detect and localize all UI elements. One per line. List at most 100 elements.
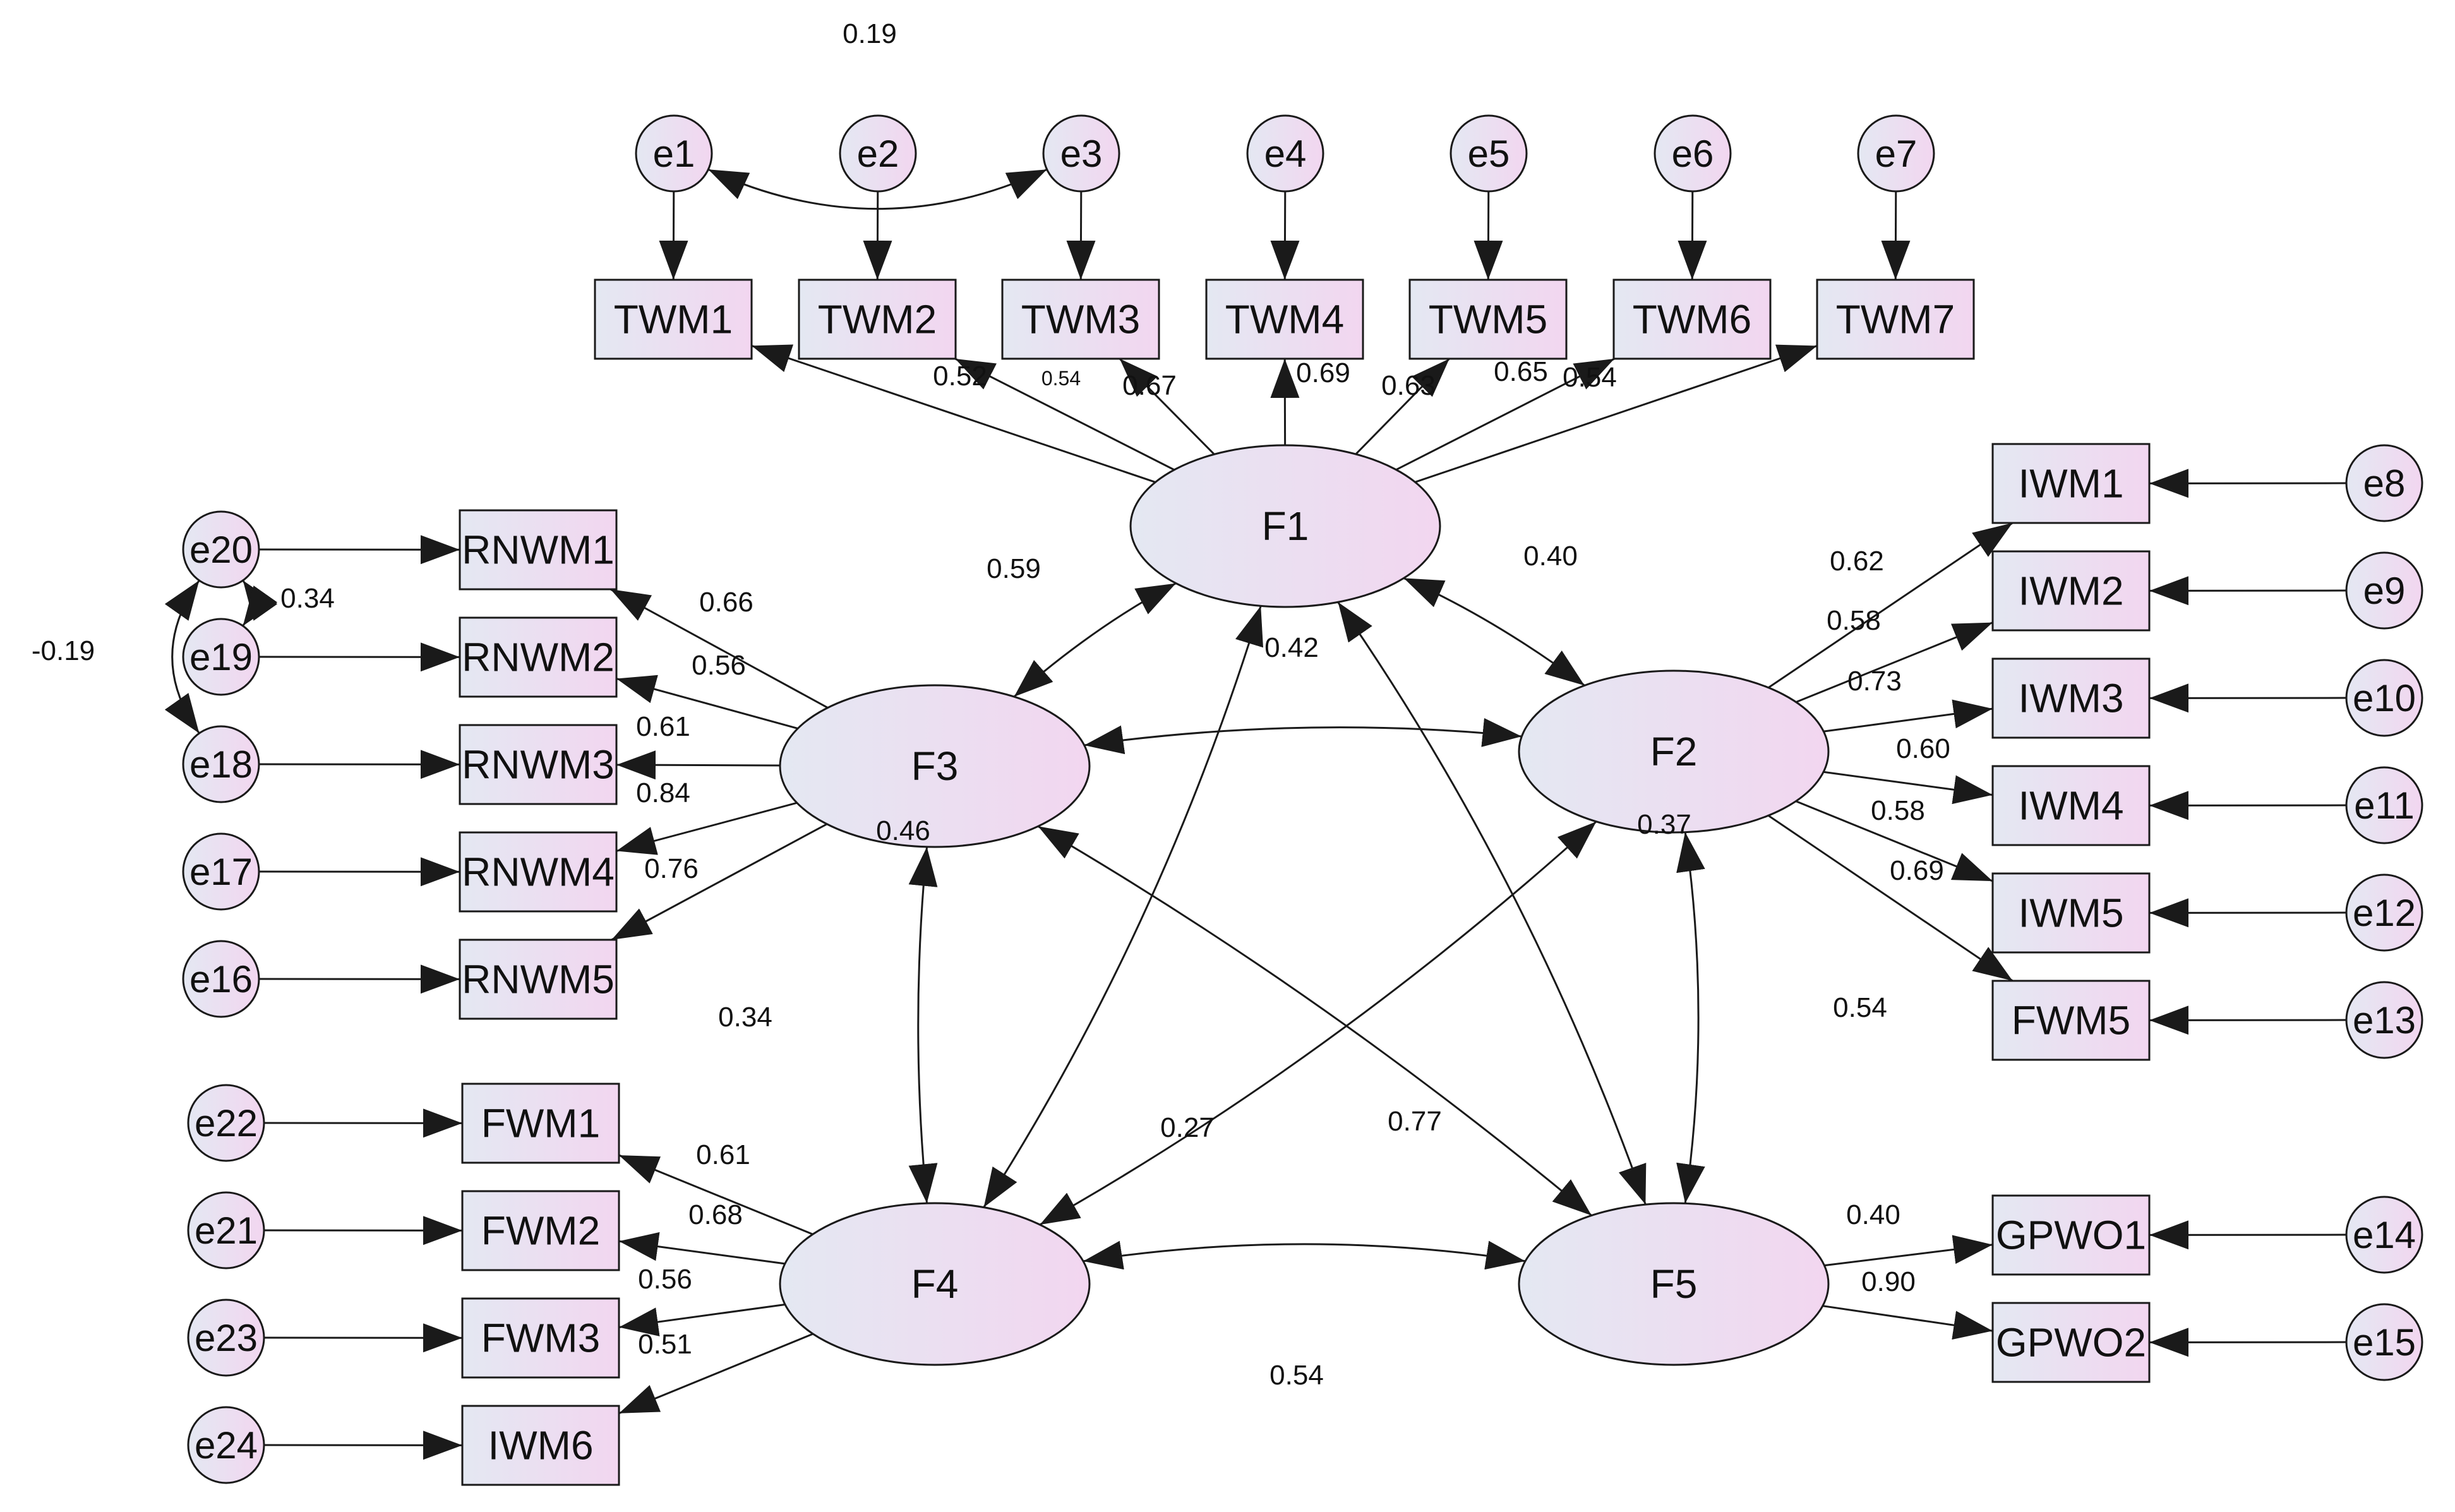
- loading-label: 0.58: [1871, 795, 1925, 826]
- covariance-label: 0.42: [1264, 632, 1319, 663]
- latent-label: F3: [911, 743, 959, 789]
- observed-variable-fwm1: FWM1: [462, 1084, 619, 1163]
- loading-label: 0.68: [688, 1199, 743, 1230]
- latent-label: F4: [911, 1261, 959, 1307]
- loading-arrow-f4-fwm2: [619, 1241, 785, 1264]
- error-term-e4: e4: [1247, 116, 1323, 191]
- observed-variable-gpwo1: GPWO1: [1993, 1196, 2149, 1275]
- loading-label: 0.60: [1896, 733, 1950, 764]
- observed-label: IWM4: [2018, 783, 2123, 829]
- error-arrow-e5: [1488, 191, 1489, 280]
- error-term-e11: e11: [2346, 767, 2422, 843]
- observed-variable-rnwm1: RNWM1: [460, 510, 616, 589]
- observed-label: RNWM2: [462, 635, 615, 680]
- error-term-e24: e24: [188, 1407, 264, 1483]
- error-label: e11: [2354, 784, 2415, 827]
- error-label: e18: [189, 743, 253, 786]
- latent-factor-f2: F2: [1519, 671, 1828, 832]
- loading-arrow-f2-iwm3: [1823, 709, 1993, 731]
- observed-label: TWM2: [818, 297, 937, 342]
- error-term-e2: e2: [840, 116, 916, 191]
- loading-arrow-f2-iwm4: [1823, 772, 1993, 795]
- observed-variable-iwm4: IWM4: [1993, 766, 2149, 845]
- loading-label: 0.67: [1122, 370, 1177, 401]
- loading-label: 0.66: [699, 587, 753, 618]
- error-label: e7: [1875, 133, 1918, 175]
- error-term-e15: e15: [2346, 1304, 2422, 1380]
- observed-variable-iwm2: IWM2: [1993, 551, 2149, 630]
- observed-variable-rnwm4: RNWM4: [460, 832, 616, 911]
- error-arrow-e7: [1895, 191, 1896, 280]
- error-label: e4: [1264, 133, 1307, 175]
- covariance-arrow-f2-f5: [1685, 832, 1698, 1204]
- observed-label: FWM5: [2012, 998, 2130, 1043]
- covariance-label: 0.37: [1637, 809, 1691, 840]
- error-label: e24: [195, 1424, 258, 1467]
- error-term-e3: e3: [1043, 116, 1119, 191]
- observed-variable-twm4: TWM4: [1206, 280, 1363, 359]
- loading-label: 0.62: [1830, 546, 1884, 577]
- observed-label: RNWM4: [462, 849, 615, 895]
- covariance-arrow-f1-f3: [1014, 584, 1176, 697]
- error-term-e8: e8: [2346, 445, 2422, 521]
- observed-label: FWM1: [481, 1101, 600, 1146]
- error-term-e19: e19: [183, 619, 259, 695]
- covariance-arrow-f1-f4: [984, 606, 1261, 1207]
- error-label: e9: [2363, 570, 2406, 612]
- observed-variable-twm5: TWM5: [1410, 280, 1566, 359]
- covariance-label: 0.54: [1270, 1360, 1324, 1391]
- error-term-e23: e23: [188, 1300, 264, 1376]
- error-label: e8: [2363, 462, 2406, 505]
- observed-variable-twm7: TWM7: [1817, 280, 1974, 359]
- observed-variable-iwm6: IWM6: [462, 1406, 619, 1485]
- covariance-label: 0.77: [1388, 1106, 1442, 1137]
- error-label: e13: [2353, 999, 2416, 1041]
- loading-label: 0.51: [638, 1329, 692, 1360]
- error-label: e12: [2353, 892, 2416, 934]
- observed-variable-fwm2: FWM2: [462, 1191, 619, 1270]
- observed-variable-gpwo2: GPWO2: [1993, 1303, 2149, 1382]
- covariance-label: 0.40: [1523, 541, 1578, 572]
- latent-label: F2: [1650, 729, 1698, 774]
- latent-factor-f3: F3: [780, 685, 1089, 847]
- loading-arrow-f4-fwm3: [619, 1304, 785, 1327]
- observed-variable-iwm1: IWM1: [1993, 444, 2149, 523]
- loading-label: 0.61: [696, 1139, 750, 1170]
- loading-label: 0.54: [1563, 362, 1617, 393]
- error-term-e21: e21: [188, 1192, 264, 1268]
- loading-label: 0.56: [692, 650, 746, 681]
- observed-label: IWM2: [2018, 568, 2123, 614]
- covariance-label: 0.27: [1160, 1112, 1215, 1143]
- loading-label: 0.54: [1041, 367, 1081, 390]
- loading-label: 0.69: [1890, 855, 1944, 886]
- error-term-e17: e17: [183, 834, 259, 909]
- covariance-arrow-f3-f4: [918, 847, 927, 1203]
- error-term-e18: e18: [183, 726, 259, 802]
- error-label: e23: [195, 1317, 258, 1359]
- loading-arrow-f5-gpwo2: [1823, 1306, 1993, 1331]
- observed-label: IWM5: [2018, 891, 2123, 936]
- error-label: e22: [195, 1102, 258, 1144]
- loading-label: 0.56: [638, 1264, 692, 1295]
- covariance-label: 0.54: [1833, 992, 1887, 1023]
- observed-variable-twm3: TWM3: [1002, 280, 1159, 359]
- covariance-arrow-f3-f2: [1084, 728, 1522, 745]
- latent-label: F1: [1262, 503, 1309, 549]
- loading-label: 0.61: [636, 711, 690, 742]
- error-label: e16: [189, 958, 253, 1000]
- covariance-arrow-f4-f5: [1083, 1244, 1525, 1261]
- observed-label: IWM3: [2018, 676, 2123, 721]
- error-label: e5: [1468, 133, 1510, 175]
- loading-label: 0.69: [1296, 357, 1350, 388]
- observed-label: RNWM3: [462, 742, 615, 788]
- observed-variable-iwm3: IWM3: [1993, 659, 2149, 738]
- error-arrow-e6: [1692, 191, 1693, 280]
- observed-variable-rnwm2: RNWM2: [460, 618, 616, 697]
- observed-variable-twm6: TWM6: [1614, 280, 1770, 359]
- observed-label: IWM1: [2018, 461, 2123, 507]
- observed-variable-fwm3: FWM3: [462, 1299, 619, 1377]
- covariance-label: 0.34: [718, 1002, 772, 1033]
- observed-label: TWM7: [1836, 297, 1955, 342]
- error-term-e1: e1: [636, 116, 712, 191]
